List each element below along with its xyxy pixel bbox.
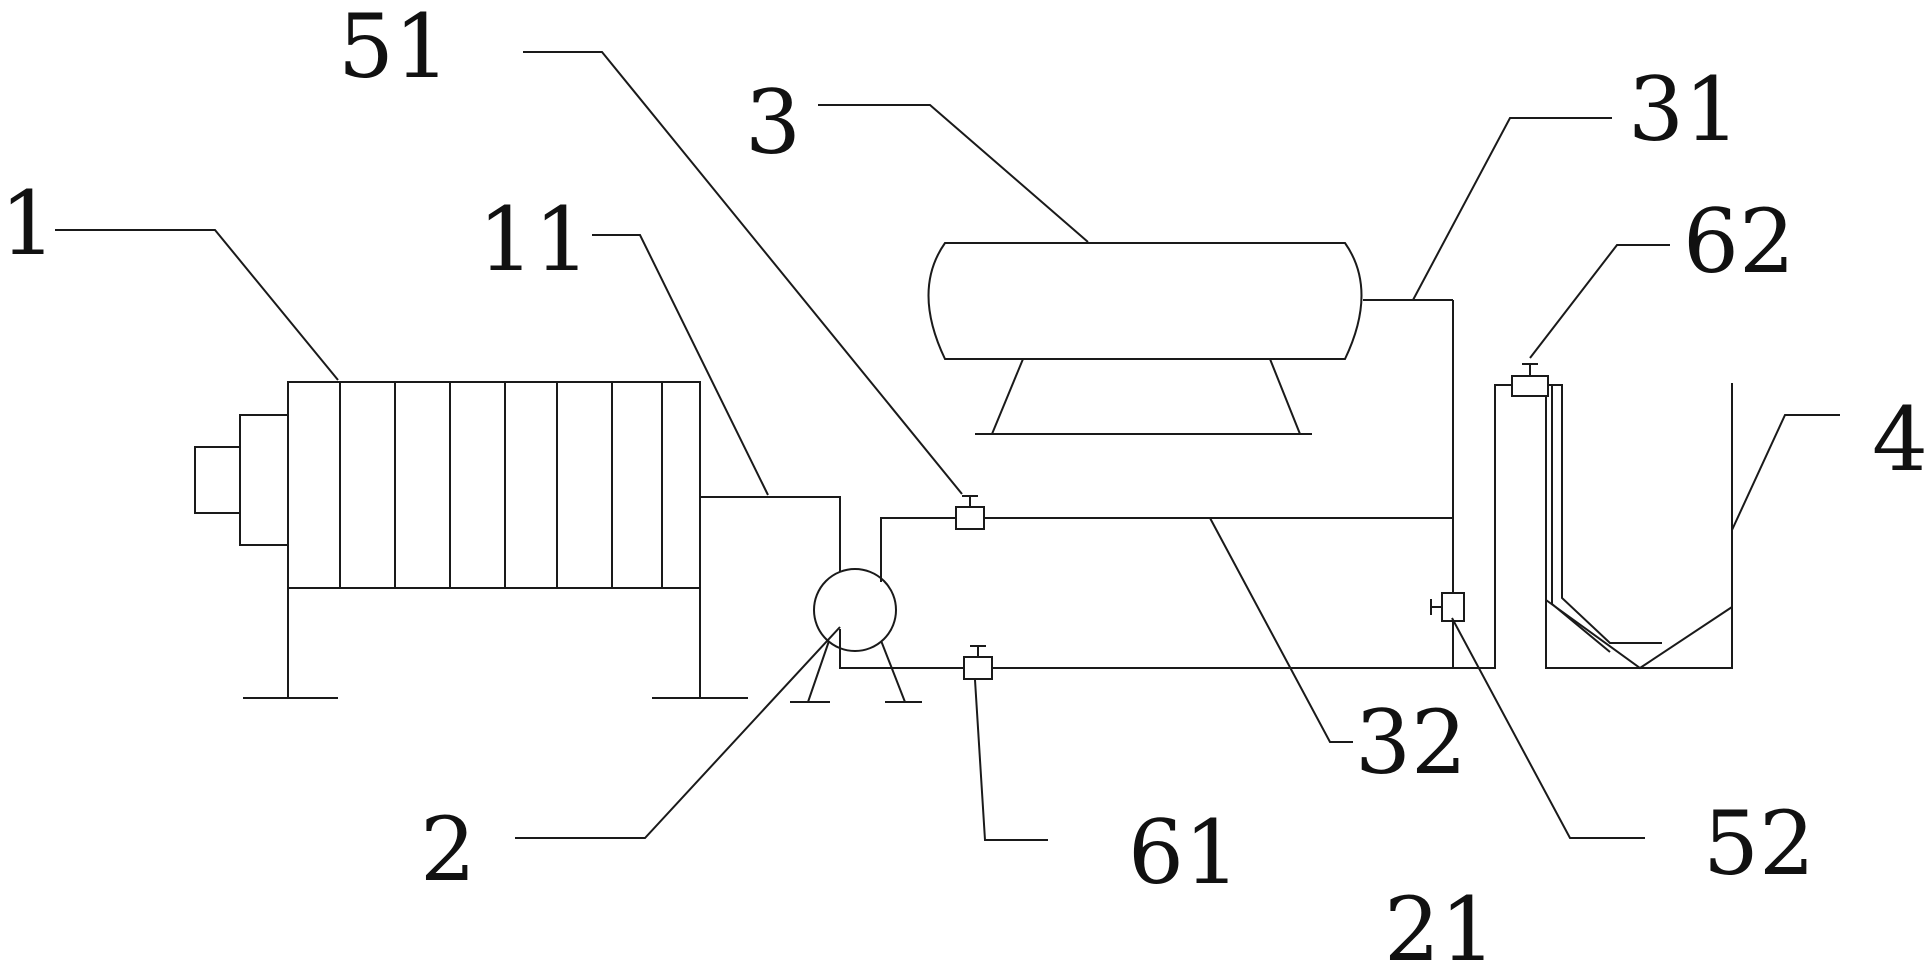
leader-lines [55,51,1840,841]
filter-press [194,381,748,699]
label-1: 1 [0,172,56,275]
label-21: 21 [1384,878,1496,967]
label-52: 52 [1703,792,1815,895]
outlet-pipe [700,496,841,591]
valve-52 [1430,592,1465,622]
label-32: 32 [1355,691,1467,794]
pipe-network [839,300,1662,669]
settling-tank [1545,383,1733,670]
label-62: 62 [1683,190,1795,293]
label-31: 31 [1628,58,1740,161]
label-4: 4 [1872,388,1928,491]
pressure-tank [927,242,1453,435]
label-2: 2 [420,798,476,901]
valve-62 [1511,363,1549,397]
valve-51 [955,495,985,530]
label-61: 61 [1128,801,1240,904]
label-51: 51 [338,0,450,98]
label-11: 11 [478,188,590,291]
label-3: 3 [745,71,801,174]
valve-61 [963,645,993,680]
pump [790,568,922,703]
